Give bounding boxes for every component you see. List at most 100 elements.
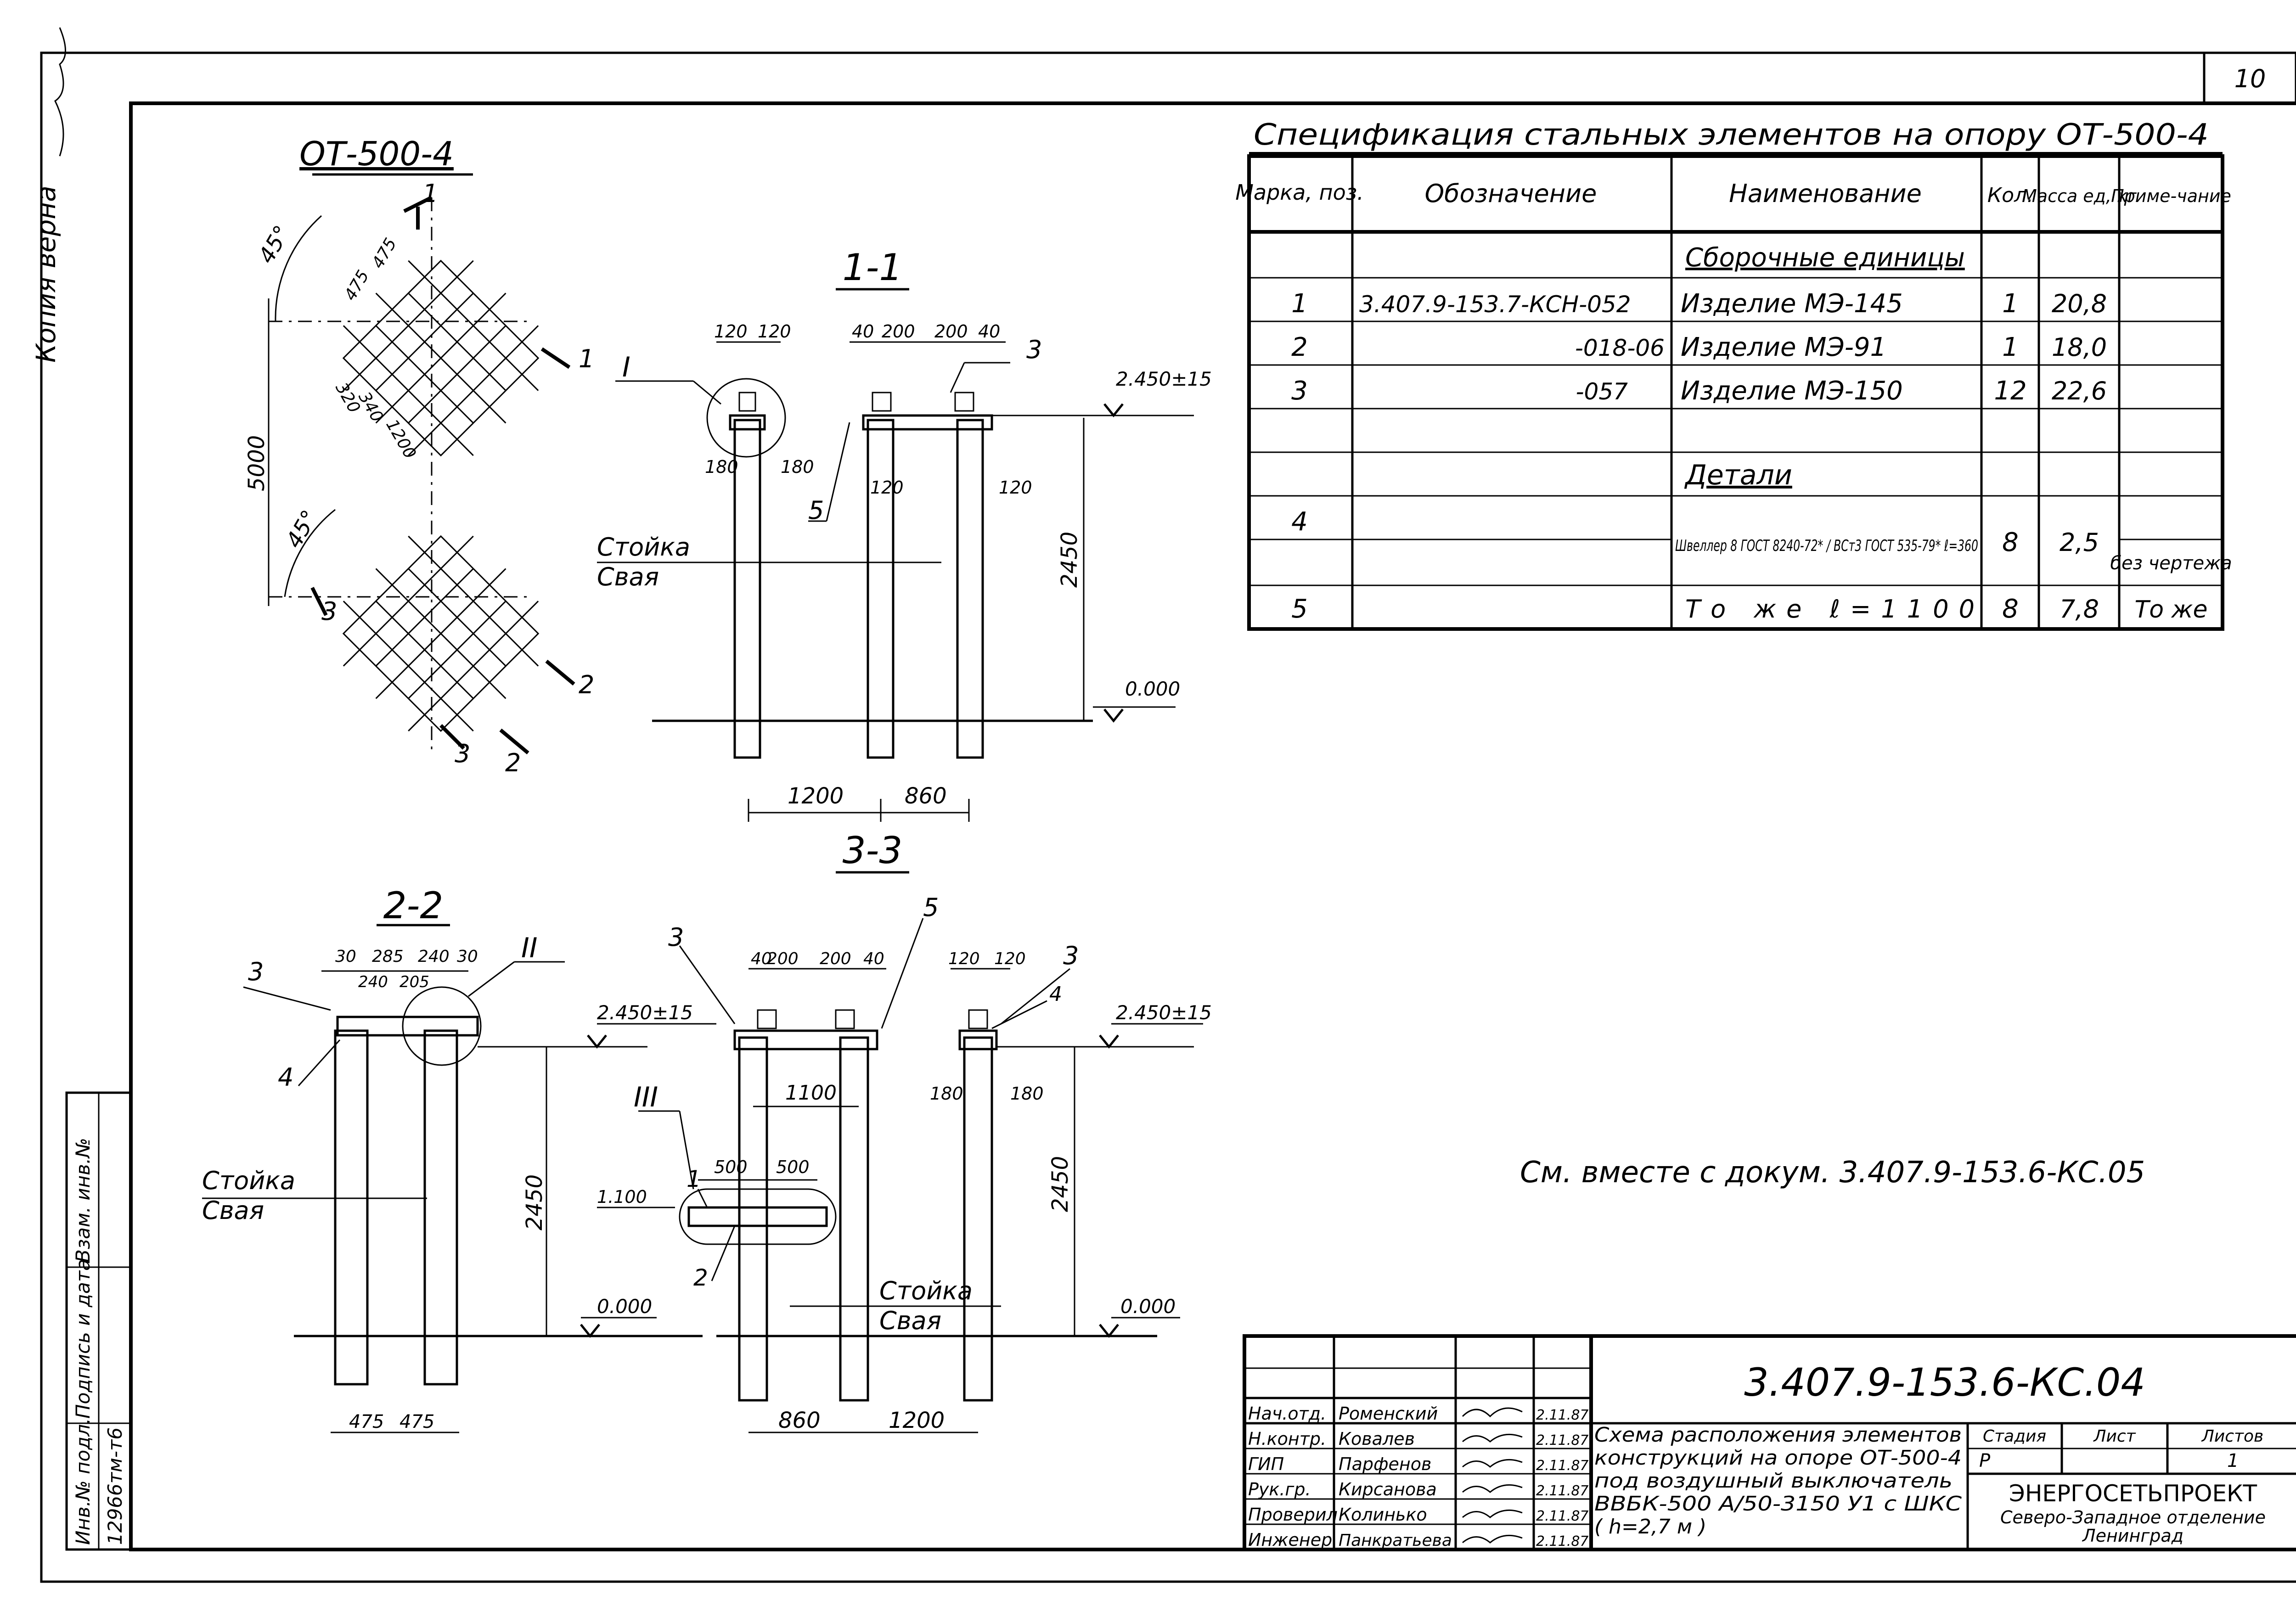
plan-view: ОТ-500-4 5000 45° 45° 475 475 3 bbox=[244, 135, 594, 777]
s11-dim-200a: 200 bbox=[882, 321, 915, 342]
stamp-stage: Р bbox=[1979, 1450, 1991, 1471]
stamp-stage-label: Стадия bbox=[1983, 1427, 2046, 1446]
s33-dim-200b: 200 bbox=[820, 949, 851, 968]
stamp-date-2: 2.11.87 bbox=[1536, 1432, 1589, 1449]
plan-dim-1200: 1200 bbox=[382, 416, 419, 462]
s33-callout-2: 2 bbox=[693, 1264, 708, 1291]
spec-row5-mass: 7,8 bbox=[2060, 595, 2099, 623]
s33-callout-III: III bbox=[634, 1081, 658, 1113]
s22-level-top: 2.450±15 bbox=[597, 1001, 693, 1024]
s33-callout-3b: 3 bbox=[1063, 941, 1079, 970]
s33-height: 2450 bbox=[1047, 1156, 1073, 1212]
s22-dim-240a: 240 bbox=[418, 947, 450, 966]
s33-dim-120b: 120 bbox=[994, 949, 1026, 968]
stamp-name-6: Панкратьева bbox=[1339, 1531, 1452, 1550]
s11-dim-1200: 1200 bbox=[788, 783, 844, 809]
stamp-signatures bbox=[1462, 1407, 1523, 1544]
section-3-3: 3-3 40 200 200 40 120 120 1100 180 180 5… bbox=[597, 829, 1212, 1433]
plan-cut-2-bottom: 2 bbox=[505, 748, 521, 777]
spec-row1-mass: 20,8 bbox=[2052, 289, 2107, 318]
stamp-desc-3: под воздушный выключатель bbox=[1594, 1469, 1953, 1493]
stamp-name-1: Роменский bbox=[1339, 1404, 1438, 1424]
spec-row2-pos: 2 bbox=[1291, 332, 1308, 362]
spec-row3-qty: 12 bbox=[1994, 376, 2026, 406]
spec-row2-qty: 1 bbox=[2002, 332, 2019, 362]
stamp-sheet-label: Лист bbox=[2093, 1427, 2136, 1446]
s33-level-ground: 0.000 bbox=[1120, 1295, 1176, 1318]
s11-dim-180b: 180 bbox=[781, 457, 814, 477]
s22-level-ground: 0.000 bbox=[597, 1295, 652, 1318]
s22-dim-240b: 240 bbox=[358, 973, 388, 991]
s33-callout-5: 5 bbox=[923, 893, 939, 922]
spec-row1-code: 3.407.9-153.7-КСН-052 bbox=[1359, 291, 1631, 318]
s11-dim-200b: 200 bbox=[934, 321, 968, 342]
stamp-sheets-label: Листов bbox=[2201, 1427, 2263, 1446]
stamp-date-5: 2.11.87 bbox=[1536, 1508, 1589, 1524]
s11-dim-180a: 180 bbox=[705, 457, 738, 477]
spec-row5-pos: 5 bbox=[1291, 594, 1308, 624]
stamp-sheet: 1 bbox=[2227, 1450, 2239, 1471]
s22-dim-205: 205 bbox=[400, 973, 429, 991]
stamp-name-2: Ковалев bbox=[1339, 1429, 1415, 1449]
s11-dim-40a: 40 bbox=[852, 321, 874, 342]
stamp-role-2: Н.контр. bbox=[1248, 1429, 1326, 1449]
s33-dim-40b: 40 bbox=[863, 949, 884, 968]
spec-row5-name: То же ℓ=1100 bbox=[1685, 595, 1975, 623]
spec-header-mass: Масса ед, кг bbox=[2022, 186, 2137, 206]
s22-height: 2450 bbox=[522, 1174, 547, 1230]
spec-row4-name: Швеллер 8 ГОСТ 8240-72* / ВСт3 ГОСТ 535-… bbox=[1675, 537, 1978, 555]
s33-callout-1: 1 bbox=[687, 1166, 701, 1192]
spec-row5-qty: 8 bbox=[2002, 594, 2019, 624]
stamp-doc-code: 3.407.9-153.6-КС.04 bbox=[1744, 1360, 2145, 1405]
stamp-desc-1: Схема расположения элементов bbox=[1594, 1423, 1962, 1447]
strip-inventory-number: 12966тм-т6 bbox=[104, 1427, 126, 1545]
strip-label-replace: Взам. инв.№ bbox=[72, 1138, 94, 1263]
strip-label-signature: Подпись и дата bbox=[72, 1259, 94, 1419]
section-1-1-title: 1-1 bbox=[843, 246, 903, 289]
stamp-name-3: Парфенов bbox=[1339, 1454, 1431, 1474]
spec-row4-note: без чертежа bbox=[2110, 553, 2232, 574]
s11-callout-5: 5 bbox=[808, 496, 824, 525]
plan-title: ОТ-500-4 bbox=[299, 135, 454, 173]
stamp-role-5: Проверил bbox=[1248, 1505, 1338, 1525]
stamp-role-4: Рук.гр. bbox=[1248, 1479, 1311, 1499]
s11-dim-40b: 40 bbox=[978, 321, 1000, 342]
s33-dim-500b: 500 bbox=[776, 1157, 810, 1177]
spec-row3-code: -057 bbox=[1576, 378, 1628, 405]
spec-group-details: Детали bbox=[1684, 459, 1792, 491]
spec-row1-qty: 1 bbox=[2002, 289, 2019, 319]
s33-dim-120a: 120 bbox=[948, 949, 980, 968]
copy-verified-note: Копия верна bbox=[30, 185, 62, 363]
s22-dim-285: 285 bbox=[372, 947, 404, 966]
spec-header-name: Наименование bbox=[1729, 179, 1922, 208]
s22-dim-30b: 30 bbox=[457, 947, 478, 966]
stamp-date-6: 2.11.87 bbox=[1536, 1533, 1589, 1550]
spec-row2-name: Изделие МЭ-91 bbox=[1681, 332, 1886, 362]
s11-dim-860: 860 bbox=[905, 783, 947, 809]
stamp-date-4: 2.11.87 bbox=[1536, 1483, 1589, 1499]
stamp-role-6: Инженер bbox=[1248, 1530, 1332, 1550]
s33-dim-180b: 180 bbox=[1010, 1084, 1044, 1104]
s33-dim-500a: 500 bbox=[714, 1157, 748, 1177]
sheet-number: 10 bbox=[2234, 64, 2266, 93]
plan-cut-2-right: 2 bbox=[579, 670, 594, 699]
stamp-desc-2: конструкций на опоре ОТ-500-4 bbox=[1594, 1446, 1962, 1470]
spec-header-designation: Обозначение bbox=[1425, 179, 1597, 208]
spec-group-assemblies: Сборочные единицы bbox=[1685, 243, 1965, 273]
s22-callout-4: 4 bbox=[278, 1063, 293, 1092]
stamp-org-sub1: Северо-Западное отделение bbox=[2000, 1507, 2266, 1527]
plan-cut-1-right: 1 bbox=[579, 344, 594, 373]
spec-row1-name: Изделие МЭ-145 bbox=[1681, 289, 1903, 319]
s33-post-label: Стойка bbox=[879, 1276, 973, 1305]
s33-dim-200a: 200 bbox=[767, 949, 799, 968]
s11-dim-120c: 120 bbox=[870, 477, 904, 498]
sheet-number-box bbox=[2203, 51, 2296, 105]
outer-border bbox=[40, 51, 2296, 1583]
plan-dim-5000: 5000 bbox=[244, 435, 270, 491]
plan-cut-3-bottom: 3 bbox=[455, 739, 470, 768]
plan-angle-lower: 45° bbox=[281, 506, 323, 553]
spec-row3-mass: 22,6 bbox=[2052, 376, 2107, 405]
spec-row2-mass: 18,0 bbox=[2052, 333, 2107, 362]
spec-row4-mass: 2,5 bbox=[2060, 528, 2099, 557]
